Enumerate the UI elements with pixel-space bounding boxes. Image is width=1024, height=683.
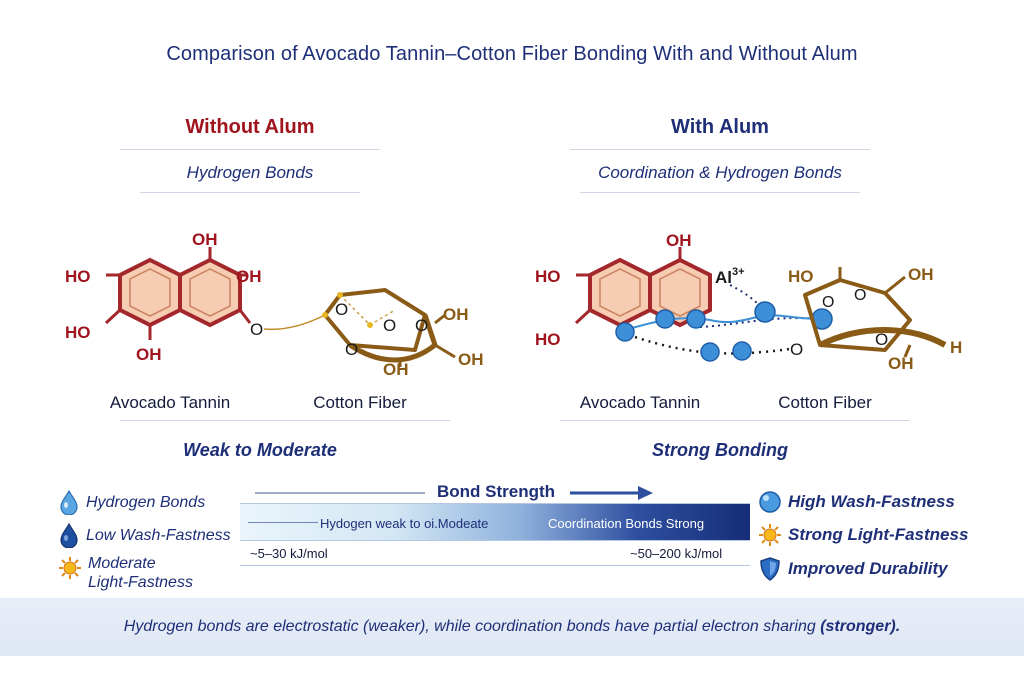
fiber-oh2: OH [458, 350, 484, 369]
right-subheading: Coordination & Hydrogen Bonds [598, 163, 842, 182]
fiber-o1: O [822, 294, 834, 311]
shield-icon [760, 557, 780, 581]
right-heading: With Alum [671, 116, 769, 138]
atom-o-link: O [250, 320, 263, 339]
left-subheading-rule [140, 192, 360, 193]
legend-label: Improved Durability [788, 559, 948, 578]
bar-label-hydrogen: Hydogen weak to oi.Modeate [320, 516, 489, 531]
energy-left: ~5–30 kJ/mol [250, 546, 328, 561]
right-tannin-label: Avocado Tannin [579, 393, 701, 412]
atom-ho-left-bottom: HO [65, 323, 91, 342]
sun-icon [759, 524, 781, 546]
footer-text: Hydrogen bonds are electrostatic (weaker… [0, 618, 1024, 636]
dark-drop-icon [60, 522, 78, 548]
fiber-o3: O [790, 340, 803, 359]
hydrogen-bond-dots-upper [699, 317, 821, 328]
fiber-h: H [950, 338, 962, 357]
footer-banner [0, 598, 1024, 656]
atom-ho-bottom: HO [535, 330, 561, 349]
right-strength-label: Strong Bonding [652, 440, 788, 460]
right-heading-rule [570, 149, 870, 150]
atom-ho-left-top: HO [65, 267, 91, 286]
right-molecule-diagram: OH HO HO Al3+ HO OH O O O O OH H [535, 231, 962, 373]
sun-icon [59, 557, 81, 579]
page-title: Comparison of Avocado Tannin–Cotton Fibe… [166, 43, 858, 65]
right-legend: High Wash-Fastness Strong Light-Fastness… [758, 488, 1003, 584]
right-fiber-structure [803, 267, 947, 358]
energy-right: ~50–200 kJ/mol [630, 546, 723, 561]
left-legend: Hydrogen Bonds Low Wash-Fastness Moderat… [58, 488, 243, 592]
legend-item-high-wash-fastness: High Wash-Fastness [758, 488, 1003, 516]
footer-text-bold: (stronger). [820, 618, 901, 635]
bond-strength-bar [240, 503, 750, 541]
right-tannin-structure [574, 247, 712, 328]
legend-item-low-wash-fastness: Low Wash-Fastness [58, 520, 243, 550]
bar-label-coordination: Coordination Bonds Strong [548, 516, 705, 531]
bar-left-rule [248, 522, 318, 523]
bond-strength-label: Bond Strength [433, 482, 560, 502]
legend-item-improved-durability: Improved Durability [758, 554, 1003, 584]
fiber-oh-bottom: OH [888, 354, 914, 373]
left-fiber-structure [322, 288, 456, 367]
fiber-oh3: OH [383, 360, 409, 379]
atom-oh-top: OH [192, 230, 218, 249]
atom-al: Al3+ [715, 266, 745, 287]
legend-label: High Wash-Fastness [788, 492, 955, 511]
fiber-o3: O [383, 316, 396, 335]
fiber-o4: O [415, 316, 428, 335]
fiber-oh-top: OH [908, 265, 934, 284]
legend-label: Strong Light-Fastness [788, 525, 969, 544]
fiber-ho: HO [788, 267, 814, 286]
left-tannin-structure [104, 247, 252, 340]
atom-oh-top: OH [666, 231, 692, 250]
legend-label: Low Wash-Fastness [86, 526, 231, 544]
blue-bond-path [624, 313, 821, 331]
fiber-o2: O [854, 287, 866, 304]
right-label-rule [560, 420, 910, 421]
legend-item-hydrogen-bonds: Hydrogen Bonds [58, 488, 243, 516]
legend-label: Hydrogen Bonds [86, 493, 206, 511]
ion-spheres [615, 301, 833, 362]
left-molecule-diagram: OH HO OH HO OH O O O O O OH OH OH [65, 230, 484, 379]
left-fiber-label: Cotton Fiber [313, 393, 407, 412]
hydrogen-bond-line [263, 314, 326, 331]
legend-item-strong-light-fastness: Strong Light-Fastness [758, 520, 1003, 550]
energy-underline [240, 565, 750, 566]
left-label-rule [120, 420, 450, 421]
fiber-oh1: OH [443, 305, 469, 324]
legend-label: Moderate Light-Fastness [88, 555, 193, 591]
left-subheading: Hydrogen Bonds [186, 163, 314, 182]
atom-ho-top: HO [535, 267, 561, 286]
footer-text-main: Hydrogen bonds are electrostatic (weaker… [123, 618, 821, 635]
left-heading-rule [120, 149, 380, 150]
left-tannin-label: Avocado Tannin [109, 393, 231, 412]
fiber-o4: O [875, 330, 888, 349]
water-drop-icon [60, 489, 78, 515]
legend-item-moderate-light-fastness: Moderate Light-Fastness [58, 554, 243, 592]
blue-sphere-icon [759, 491, 781, 513]
bond-strength-arrow-line [255, 486, 653, 500]
right-fiber-label: Cotton Fiber [778, 393, 872, 412]
right-subheading-rule [580, 192, 860, 193]
left-strength-label: Weak to Moderate [183, 440, 337, 460]
left-heading: Without Alum [185, 116, 315, 138]
bond-strength-title: Bond Strength [255, 482, 655, 502]
fiber-o1: O [335, 300, 348, 319]
atom-oh-bottom: OH [136, 345, 162, 364]
fiber-o2: O [345, 340, 358, 359]
atom-oh-right: OH [236, 267, 262, 286]
